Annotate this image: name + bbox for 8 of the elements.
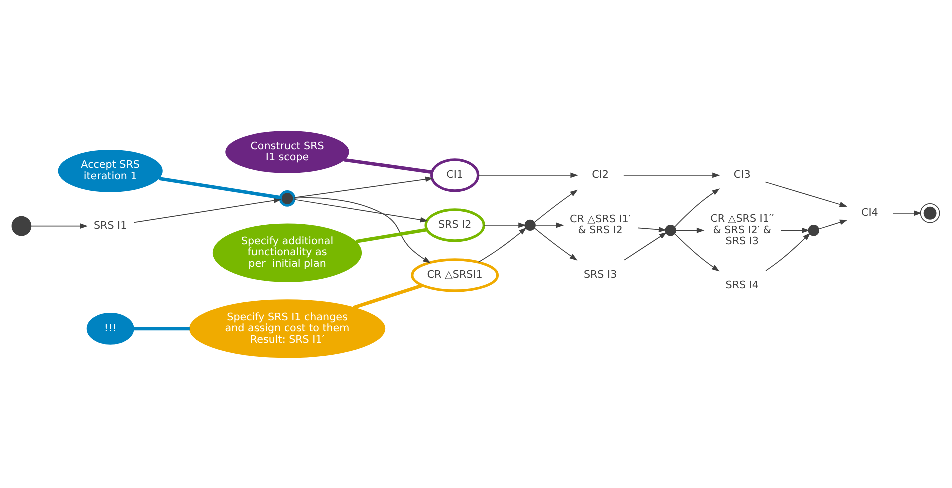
node-text: CR △SRS I1′′ & SRS I2′ & SRS I3 bbox=[710, 212, 774, 248]
node-text: SRS I3 bbox=[584, 268, 618, 281]
node-text: SRS I4 bbox=[726, 278, 759, 291]
node-text: CI2 bbox=[592, 168, 609, 181]
node-text: CR △SRS I1′ & SRS I2 bbox=[570, 213, 632, 236]
node-text: SRS I1 bbox=[94, 219, 128, 232]
node-text: CI4 bbox=[862, 206, 878, 219]
node-text: CI3 bbox=[734, 168, 751, 181]
